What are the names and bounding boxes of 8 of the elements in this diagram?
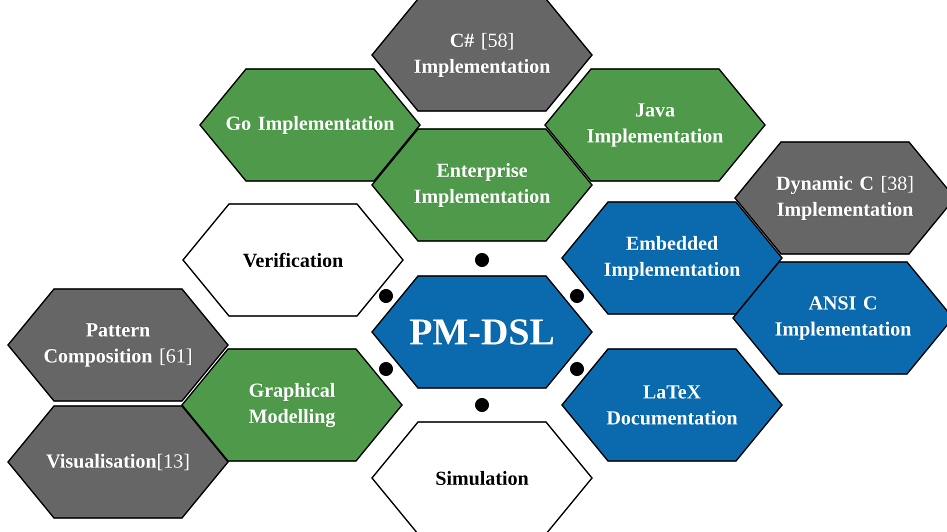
hexagon: Dynamic C [38] Implementation <box>734 141 947 255</box>
hexagon: C# [58] Implementation <box>371 0 593 112</box>
hexagon: PM-DSL <box>371 275 593 389</box>
hexagon: Pattern Composition [61] <box>7 288 229 402</box>
hexagon: Verification <box>182 203 404 317</box>
hexagon: LaTeX Documentation <box>561 348 783 462</box>
hexagon: Visualisation[13] <box>7 405 229 519</box>
hexagon: Simulation <box>371 421 593 532</box>
